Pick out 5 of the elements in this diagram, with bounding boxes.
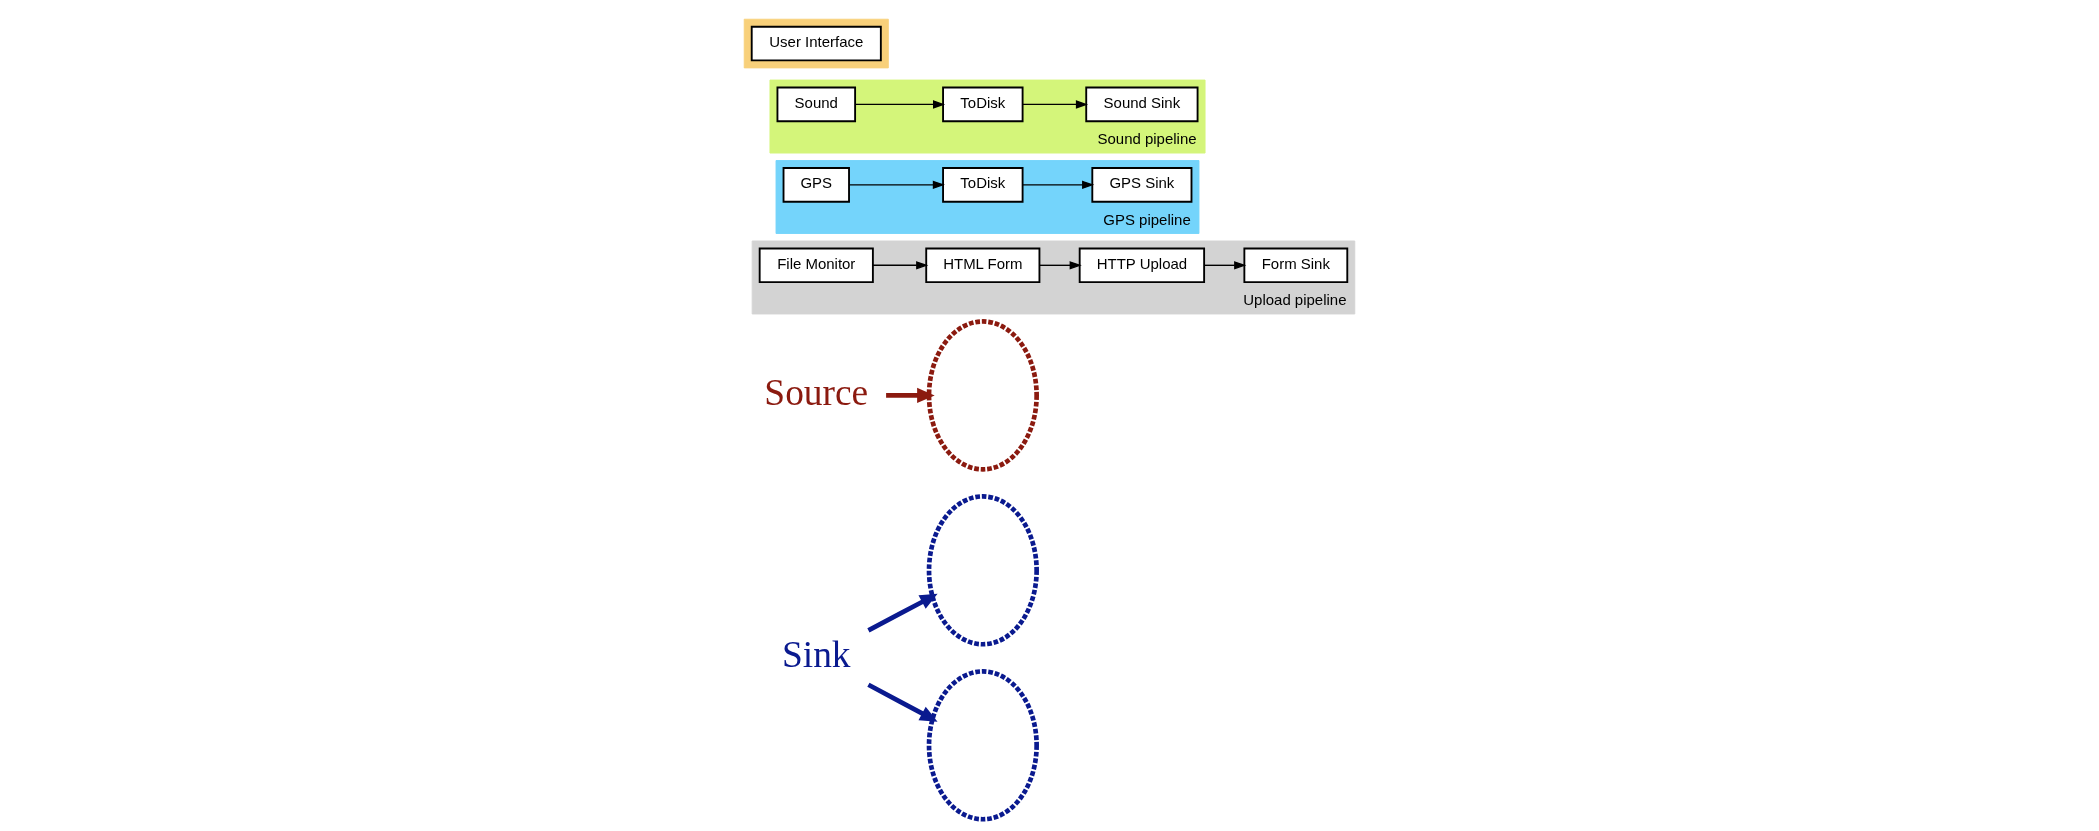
node-label: Sound pipeline: [1097, 130, 1197, 148]
node-text: Source: [764, 371, 869, 413]
node-label: GPS pipeline: [1103, 210, 1191, 228]
node-text: Sink: [781, 633, 851, 675]
node-label: Upload pipeline: [1243, 291, 1347, 309]
